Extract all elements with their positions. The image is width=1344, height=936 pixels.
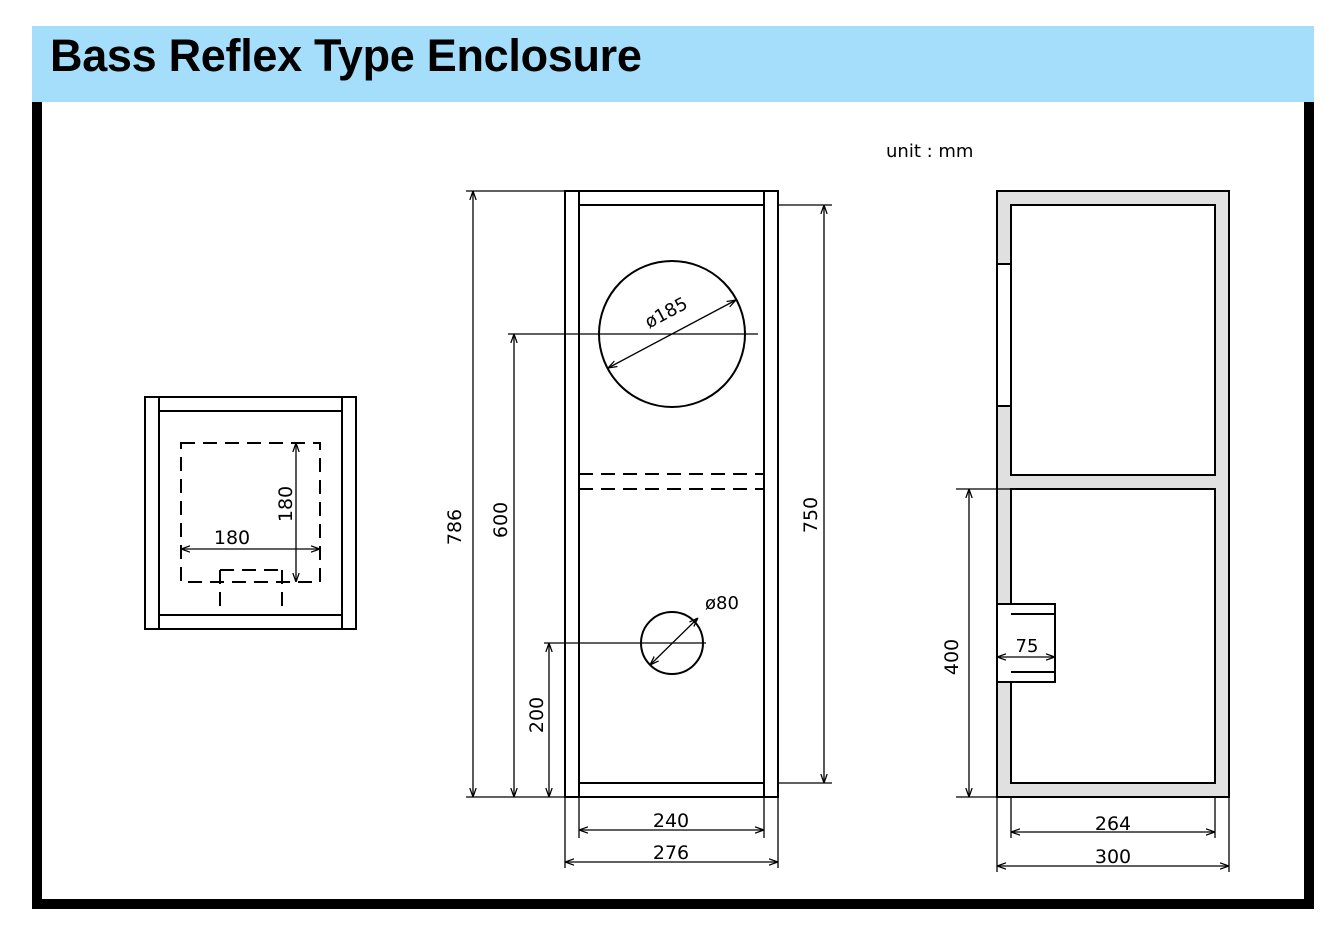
port-height-label: 200 xyxy=(526,697,548,733)
side-view xyxy=(996,190,1230,798)
outer-depth-label: 300 xyxy=(1095,846,1131,868)
top-view-dimensions xyxy=(181,443,320,582)
port-diameter-dim xyxy=(650,618,698,665)
overall-height-label: 786 xyxy=(444,509,466,545)
top-view-cutout-dashed xyxy=(180,442,321,583)
port-diameter-label: ø80 xyxy=(705,593,739,614)
outer-width-label: 276 xyxy=(653,842,689,864)
front-view-left-side xyxy=(564,190,580,798)
internal-height-label: 750 xyxy=(800,497,822,533)
side-view-interior-upper xyxy=(1010,204,1216,476)
front-view-dimensions xyxy=(466,190,832,868)
inner-depth-label: 264 xyxy=(1095,813,1131,835)
front-view-right-side xyxy=(763,190,779,798)
front-view-outline xyxy=(564,190,779,798)
top-view-outline xyxy=(144,396,357,630)
top-view xyxy=(144,396,357,630)
page-title: Bass Reflex Type Enclosure xyxy=(50,30,642,81)
top-view-width-label: 180 xyxy=(214,527,250,549)
top-view-height-label: 180 xyxy=(275,486,297,522)
side-port-height-label: 400 xyxy=(941,639,963,675)
front-view xyxy=(564,190,779,798)
woofer-height-label: 600 xyxy=(490,502,512,538)
top-view-left-panel xyxy=(144,396,160,630)
side-view-baffle-recess xyxy=(996,263,1012,407)
unit-note: unit : mm xyxy=(886,141,973,162)
woofer-diameter-dim xyxy=(608,300,736,368)
inner-width-label: 240 xyxy=(653,810,689,832)
title-bar: Bass Reflex Type Enclosure xyxy=(32,26,1314,102)
top-view-right-panel xyxy=(341,396,357,630)
side-port-length-label: 75 xyxy=(1016,636,1039,657)
side-view-port-tube xyxy=(996,603,1056,683)
side-view-dimensions xyxy=(956,488,1230,872)
